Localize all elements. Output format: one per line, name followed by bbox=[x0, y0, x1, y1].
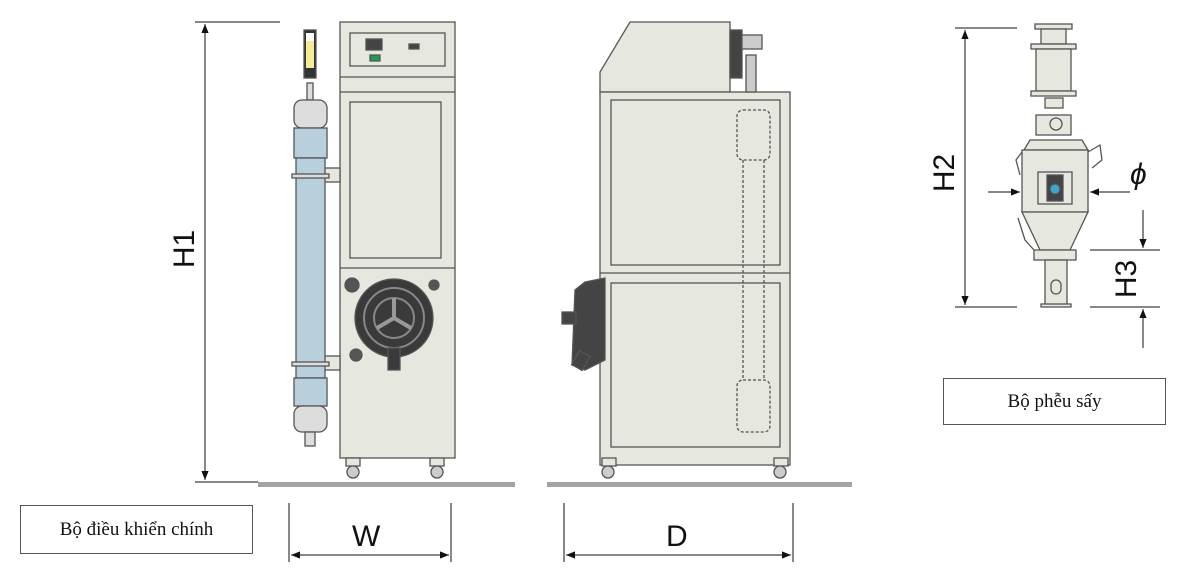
dimension-h3: H3 bbox=[1110, 259, 1144, 299]
dimension-w: W bbox=[352, 520, 381, 553]
dimension-phi: ϕ bbox=[1130, 158, 1147, 191]
dryer-hopper-label: Bộ phễu sấy bbox=[943, 378, 1166, 425]
main-controller-side-view bbox=[561, 21, 791, 479]
dimension-d: D bbox=[666, 520, 688, 553]
ground-line bbox=[258, 482, 515, 487]
main-controller-label: Bộ điều khiển chính bbox=[20, 505, 253, 554]
dimension-h1: H1 bbox=[168, 229, 202, 269]
ground-line bbox=[547, 482, 852, 487]
dryer-hopper-view bbox=[1015, 23, 1103, 308]
main-controller-front-view bbox=[291, 21, 456, 479]
dimension-h2: H2 bbox=[928, 153, 962, 193]
